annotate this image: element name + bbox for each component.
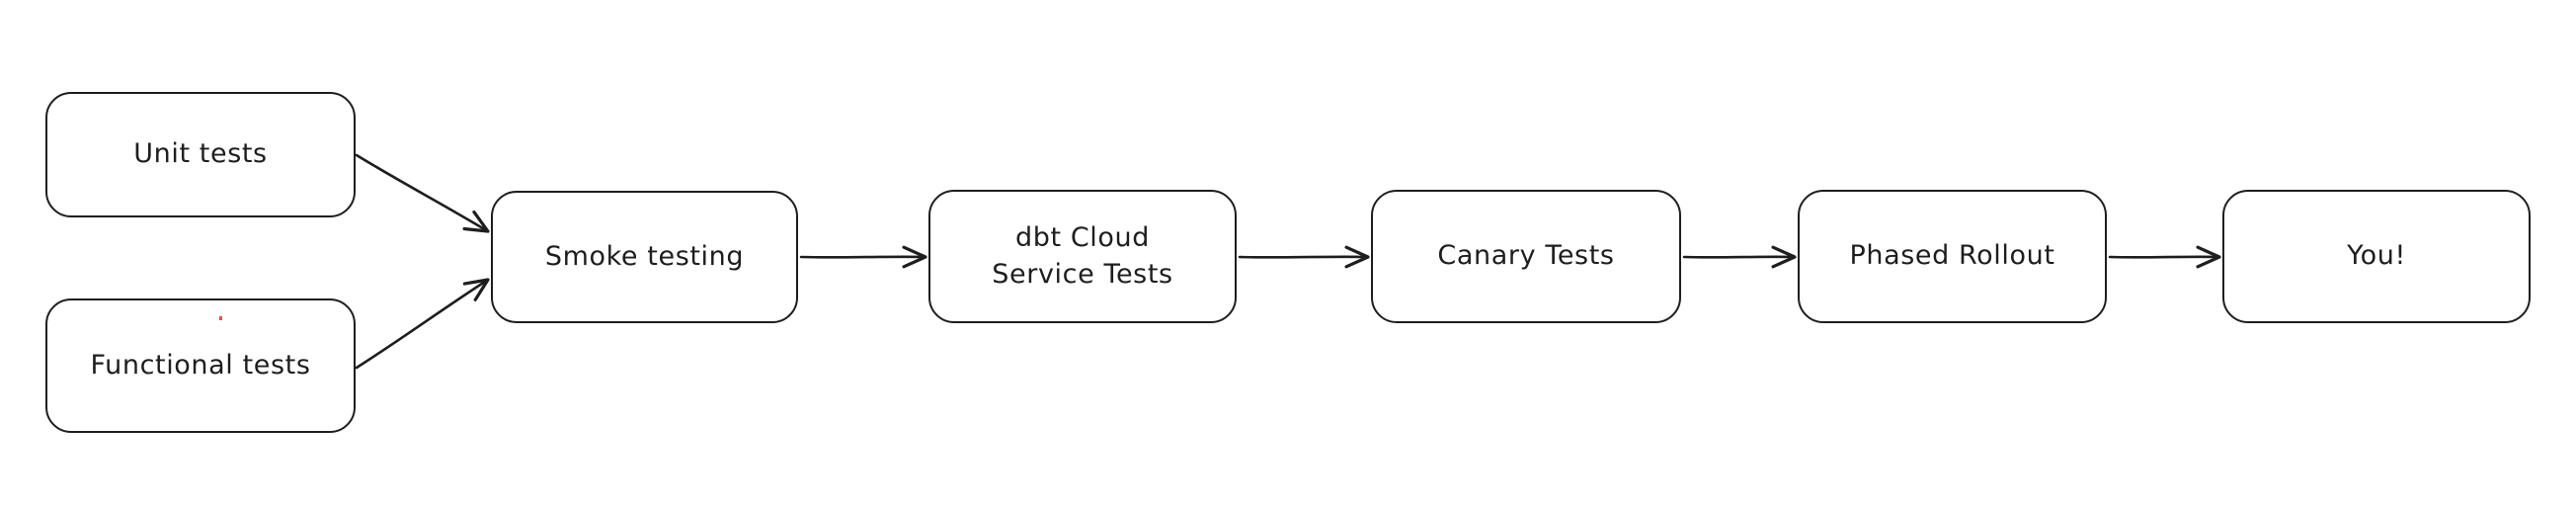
stray-mark (219, 316, 222, 320)
edge-arrow (1682, 245, 1797, 269)
node-label-phased-rollout: Phased Rollout (1849, 240, 2055, 272)
arrowhead-icon (902, 245, 927, 269)
edge-arrow (799, 245, 927, 269)
edge-line (1682, 255, 1797, 259)
edge-line (355, 278, 490, 370)
edge-arrow (2108, 245, 2221, 269)
node-label-you: You! (2347, 240, 2406, 272)
node-phased-rollout[interactable]: Phased Rollout (1798, 190, 2107, 323)
edge-arrow (355, 278, 490, 370)
node-dbt-cloud-service-tests[interactable]: dbt Cloud Service Tests (928, 190, 1237, 323)
node-functional-tests[interactable]: Functional tests (45, 298, 356, 433)
node-label-unit-tests: Unit tests (133, 138, 268, 170)
edge-line (1238, 255, 1370, 259)
node-canary-tests[interactable]: Canary Tests (1371, 190, 1681, 323)
node-label-smoke-testing: Smoke testing (544, 240, 745, 272)
node-label-dbt-cloud-service-tests: dbt Cloud Service Tests (992, 222, 1173, 290)
node-smoke-testing[interactable]: Smoke testing (491, 191, 798, 323)
edge-line (799, 255, 927, 259)
arrowhead-icon (2196, 245, 2221, 269)
node-label-functional-tests: Functional tests (90, 349, 311, 381)
node-unit-tests[interactable]: Unit tests (45, 92, 356, 217)
arrowhead-icon (462, 210, 490, 233)
arrowhead-icon (1771, 245, 1797, 269)
edge-arrow (1238, 245, 1370, 269)
node-you[interactable]: You! (2222, 190, 2531, 323)
edge-line (355, 153, 490, 233)
node-label-canary-tests: Canary Tests (1437, 240, 1615, 272)
arrowhead-icon (1344, 245, 1370, 269)
edge-line (2108, 255, 2221, 259)
edge-arrow (355, 153, 490, 233)
arrowhead-icon (462, 278, 490, 301)
